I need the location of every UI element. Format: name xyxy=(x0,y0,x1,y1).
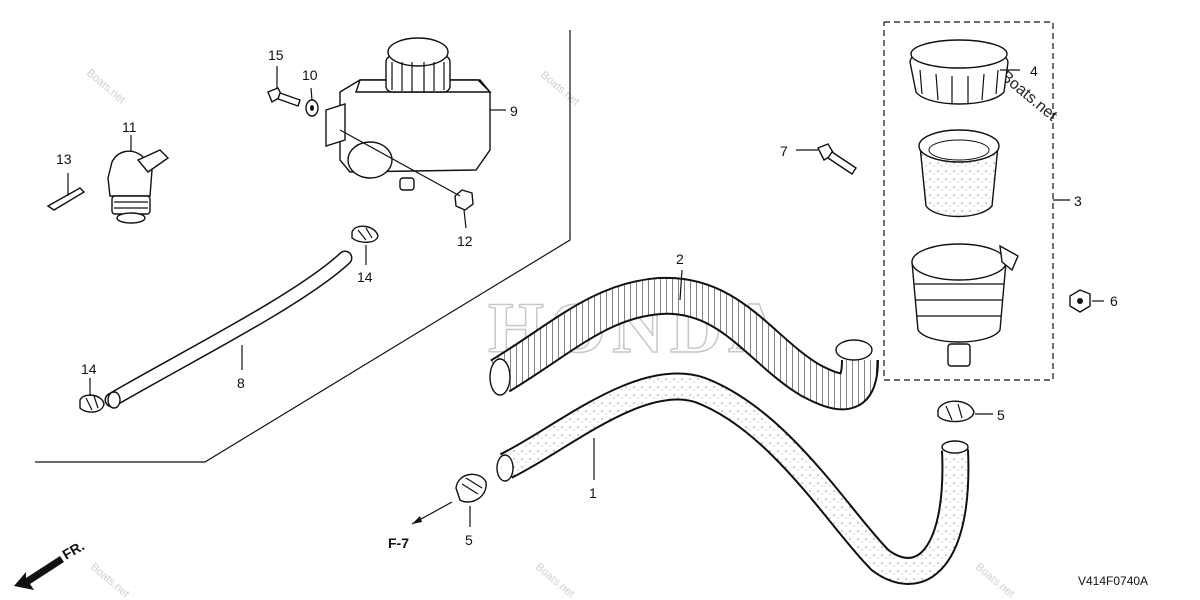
callout-8: 8 xyxy=(237,375,245,391)
callout-10: 10 xyxy=(302,67,318,83)
nut-6 xyxy=(1069,289,1091,313)
nut-12 xyxy=(454,189,474,211)
clip-5-lower xyxy=(455,473,487,503)
callout-14-upper: 14 xyxy=(357,269,373,285)
main-hose-1 xyxy=(496,372,970,585)
callout-13: 13 xyxy=(56,151,72,167)
watermark-small: Boats.net xyxy=(84,67,127,106)
diagram-code: V414F0740A xyxy=(1078,574,1148,588)
front-indicator-label: FR. xyxy=(60,537,88,562)
filter-cap-4 xyxy=(909,39,1009,105)
watermark-small: Boats.net xyxy=(973,561,1016,600)
assembly-boundary xyxy=(883,21,1054,381)
pin-13 xyxy=(46,187,86,211)
reservoir-tank xyxy=(325,37,492,191)
watermark-small: Boats.net xyxy=(88,561,131,600)
bolt-15 xyxy=(267,87,301,107)
callout-1: 1 xyxy=(589,485,597,501)
watermark-dark: Boats.net xyxy=(997,68,1060,125)
front-indicator: FR. xyxy=(14,537,87,590)
callout-9: 9 xyxy=(510,103,518,119)
watermark-small: Boats.net xyxy=(538,69,581,108)
clip-5-right xyxy=(937,400,975,423)
callout-12: 12 xyxy=(457,233,473,249)
filter-cup xyxy=(911,243,1019,367)
washer-10 xyxy=(305,99,319,117)
callout-5-lower: 5 xyxy=(465,532,473,548)
reference-f7: F-7 xyxy=(388,501,453,551)
filter-element xyxy=(918,129,1000,218)
callout-11: 11 xyxy=(122,119,137,135)
elbow-fitting-11 xyxy=(107,149,170,224)
callout-2: 2 xyxy=(676,251,684,267)
reference-label: F-7 xyxy=(388,535,409,551)
bolt-7 xyxy=(817,143,857,175)
callouts: 1 2 3 4 5 5 6 7 8 9 10 11 12 13 14 14 15 xyxy=(56,47,1118,548)
callout-3: 3 xyxy=(1074,193,1082,209)
callout-15: 15 xyxy=(268,47,284,63)
callout-6: 6 xyxy=(1110,293,1118,309)
hose-8 xyxy=(104,250,353,409)
watermark-small: Boats.net xyxy=(533,561,576,600)
clip-14-lower xyxy=(79,394,105,413)
leader-lines xyxy=(67,66,1104,527)
callout-4: 4 xyxy=(1030,63,1038,79)
corrugated-hose-2 xyxy=(489,276,879,411)
callout-14-lower: 14 xyxy=(81,361,97,377)
callout-5-right: 5 xyxy=(997,407,1005,423)
clip-14-upper xyxy=(351,225,379,243)
group-boundary xyxy=(35,30,571,463)
callout-7: 7 xyxy=(780,143,788,159)
